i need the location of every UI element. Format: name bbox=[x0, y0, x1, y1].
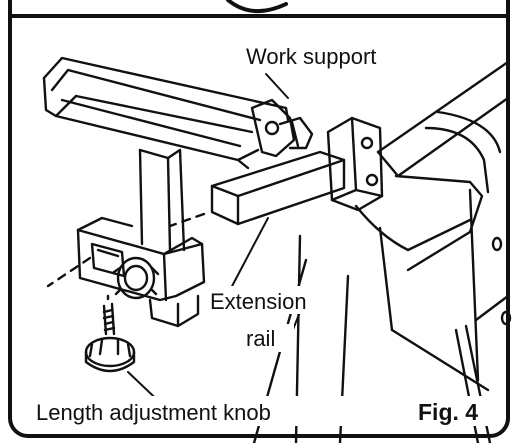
work-support-leader bbox=[265, 73, 289, 99]
rail-label: rail bbox=[246, 326, 275, 351]
work-support bbox=[42, 56, 314, 328]
extension-rail-leader bbox=[229, 217, 269, 291]
clamp-knob bbox=[112, 256, 160, 300]
length-adjustment-knob bbox=[84, 294, 136, 373]
rail-bracket bbox=[326, 116, 384, 212]
length-knob-label: Length adjustment knob bbox=[36, 400, 271, 425]
figure-frame bbox=[8, 0, 510, 438]
extension-rail bbox=[168, 150, 346, 228]
extension-label: Extension bbox=[210, 289, 307, 314]
figure-number: Fig. 4 bbox=[418, 399, 478, 425]
previous-figure-fragment bbox=[226, 0, 288, 14]
work-support-label: Work support bbox=[246, 44, 376, 69]
